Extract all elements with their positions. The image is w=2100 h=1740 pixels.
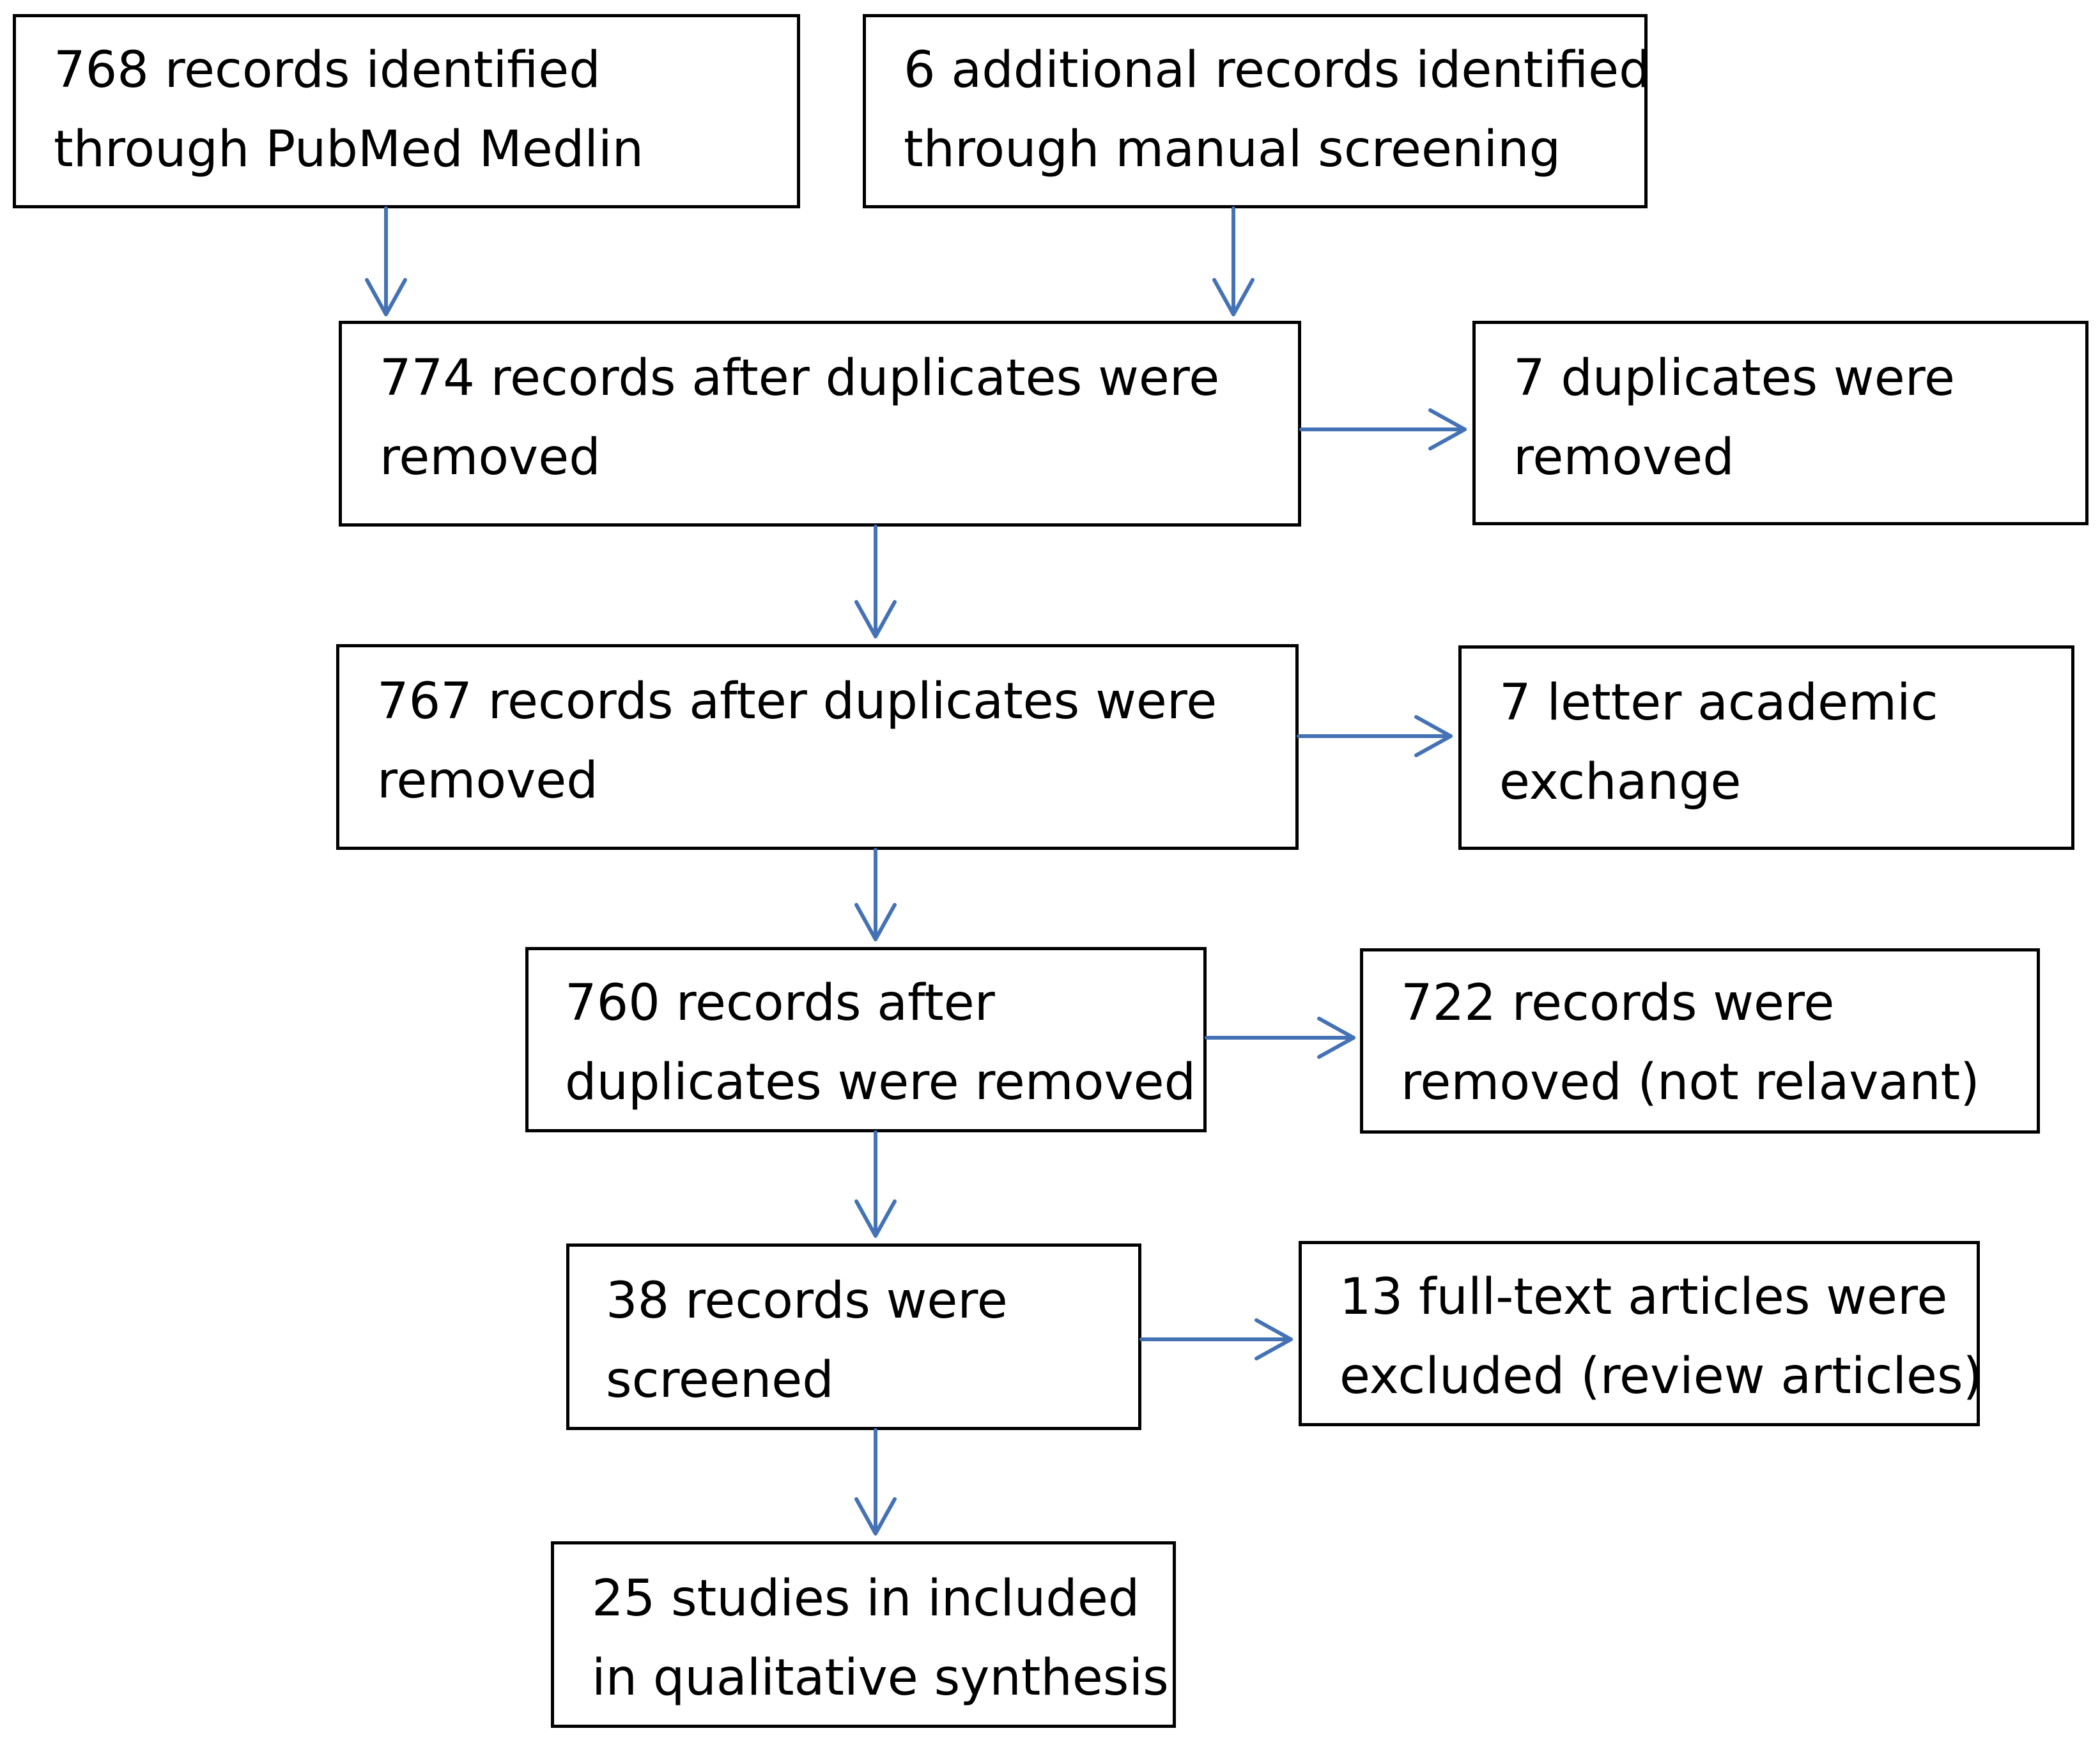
pubmed-records-box bbox=[13, 14, 800, 208]
records-760-text: 760 records after duplicates were remove… bbox=[565, 964, 1196, 1122]
manual-records-box bbox=[863, 14, 1648, 208]
duplicates-removed-text: 7 duplicates were removed bbox=[1513, 339, 1955, 497]
excluded-line-1: 13 full-text articles were bbox=[1340, 1268, 1948, 1326]
arrowhead-760-to-not-relevant bbox=[1317, 1017, 1355, 1059]
arrowhead-767-to-letters bbox=[1414, 715, 1453, 757]
records-760-box bbox=[525, 947, 1207, 1132]
included-line-2: in qualitative synthesis bbox=[592, 1649, 1169, 1707]
included-text: 25 studies in included in qualitative sy… bbox=[592, 1559, 1169, 1718]
records-760-line-1: 760 records after bbox=[565, 974, 995, 1032]
not-relevant-line-1: 722 records were bbox=[1401, 974, 1835, 1032]
arrowhead-774-to-767 bbox=[854, 600, 897, 638]
records-774-line-1: 774 records after duplicates were bbox=[380, 350, 1220, 407]
excluded-box bbox=[1299, 1241, 1980, 1426]
screened-line-2: screened bbox=[606, 1351, 834, 1409]
manual-records-line-2: through manual screening bbox=[904, 121, 1561, 178]
records-767-line-1: 767 records after duplicates were bbox=[377, 673, 1217, 730]
arrowhead-screened-to-included bbox=[854, 1497, 897, 1536]
letters-line-1: 7 letter academic bbox=[1499, 674, 1938, 732]
pubmed-records-line-1: 768 records identified bbox=[54, 42, 601, 99]
arrowhead-manual-to-774 bbox=[1212, 278, 1255, 316]
arrowhead-screened-to-excluded bbox=[1255, 1318, 1293, 1360]
screened-text: 38 records were screened bbox=[606, 1261, 1008, 1420]
letters-box bbox=[1458, 645, 2074, 850]
records-767-line-2: removed bbox=[377, 752, 598, 810]
letters-text: 7 letter academic exchange bbox=[1499, 663, 1938, 822]
not-relevant-text: 722 records were removed (not relavant) bbox=[1401, 964, 1980, 1122]
screened-box bbox=[566, 1243, 1141, 1430]
arrowhead-774-to-duplicates bbox=[1428, 408, 1467, 450]
pubmed-records-text: 768 records identified through PubMed Me… bbox=[54, 31, 644, 189]
arrowhead-760-to-screened bbox=[854, 1199, 897, 1238]
screened-line-1: 38 records were bbox=[606, 1272, 1008, 1330]
excluded-line-2: excluded (review articles) bbox=[1340, 1348, 1983, 1405]
included-box bbox=[551, 1541, 1176, 1728]
arrowhead-767-to-760 bbox=[854, 903, 897, 941]
records-774-line-2: removed bbox=[380, 429, 601, 486]
included-line-1: 25 studies in included bbox=[592, 1570, 1140, 1628]
pubmed-records-line-2: through PubMed Medlin bbox=[54, 121, 644, 178]
not-relevant-line-2: removed (not relavant) bbox=[1401, 1054, 1980, 1111]
not-relevant-box bbox=[1360, 948, 2040, 1134]
letters-line-2: exchange bbox=[1499, 753, 1741, 811]
records-760-line-2: duplicates were removed bbox=[565, 1054, 1196, 1111]
records-774-box bbox=[339, 321, 1301, 527]
arrowhead-pubmed-to-774 bbox=[365, 278, 407, 316]
records-767-text: 767 records after duplicates were remove… bbox=[377, 662, 1217, 820]
duplicates-removed-line-2: removed bbox=[1513, 429, 1734, 486]
excluded-text: 13 full-text articles were excluded (rev… bbox=[1340, 1258, 1982, 1416]
manual-records-text: 6 additional records identified through … bbox=[904, 31, 1651, 189]
manual-records-line-1: 6 additional records identified bbox=[904, 42, 1651, 99]
records-774-text: 774 records after duplicates were remove… bbox=[380, 339, 1219, 497]
records-767-box bbox=[336, 644, 1299, 850]
duplicates-removed-box bbox=[1472, 321, 2088, 525]
duplicates-removed-line-1: 7 duplicates were bbox=[1513, 350, 1956, 407]
